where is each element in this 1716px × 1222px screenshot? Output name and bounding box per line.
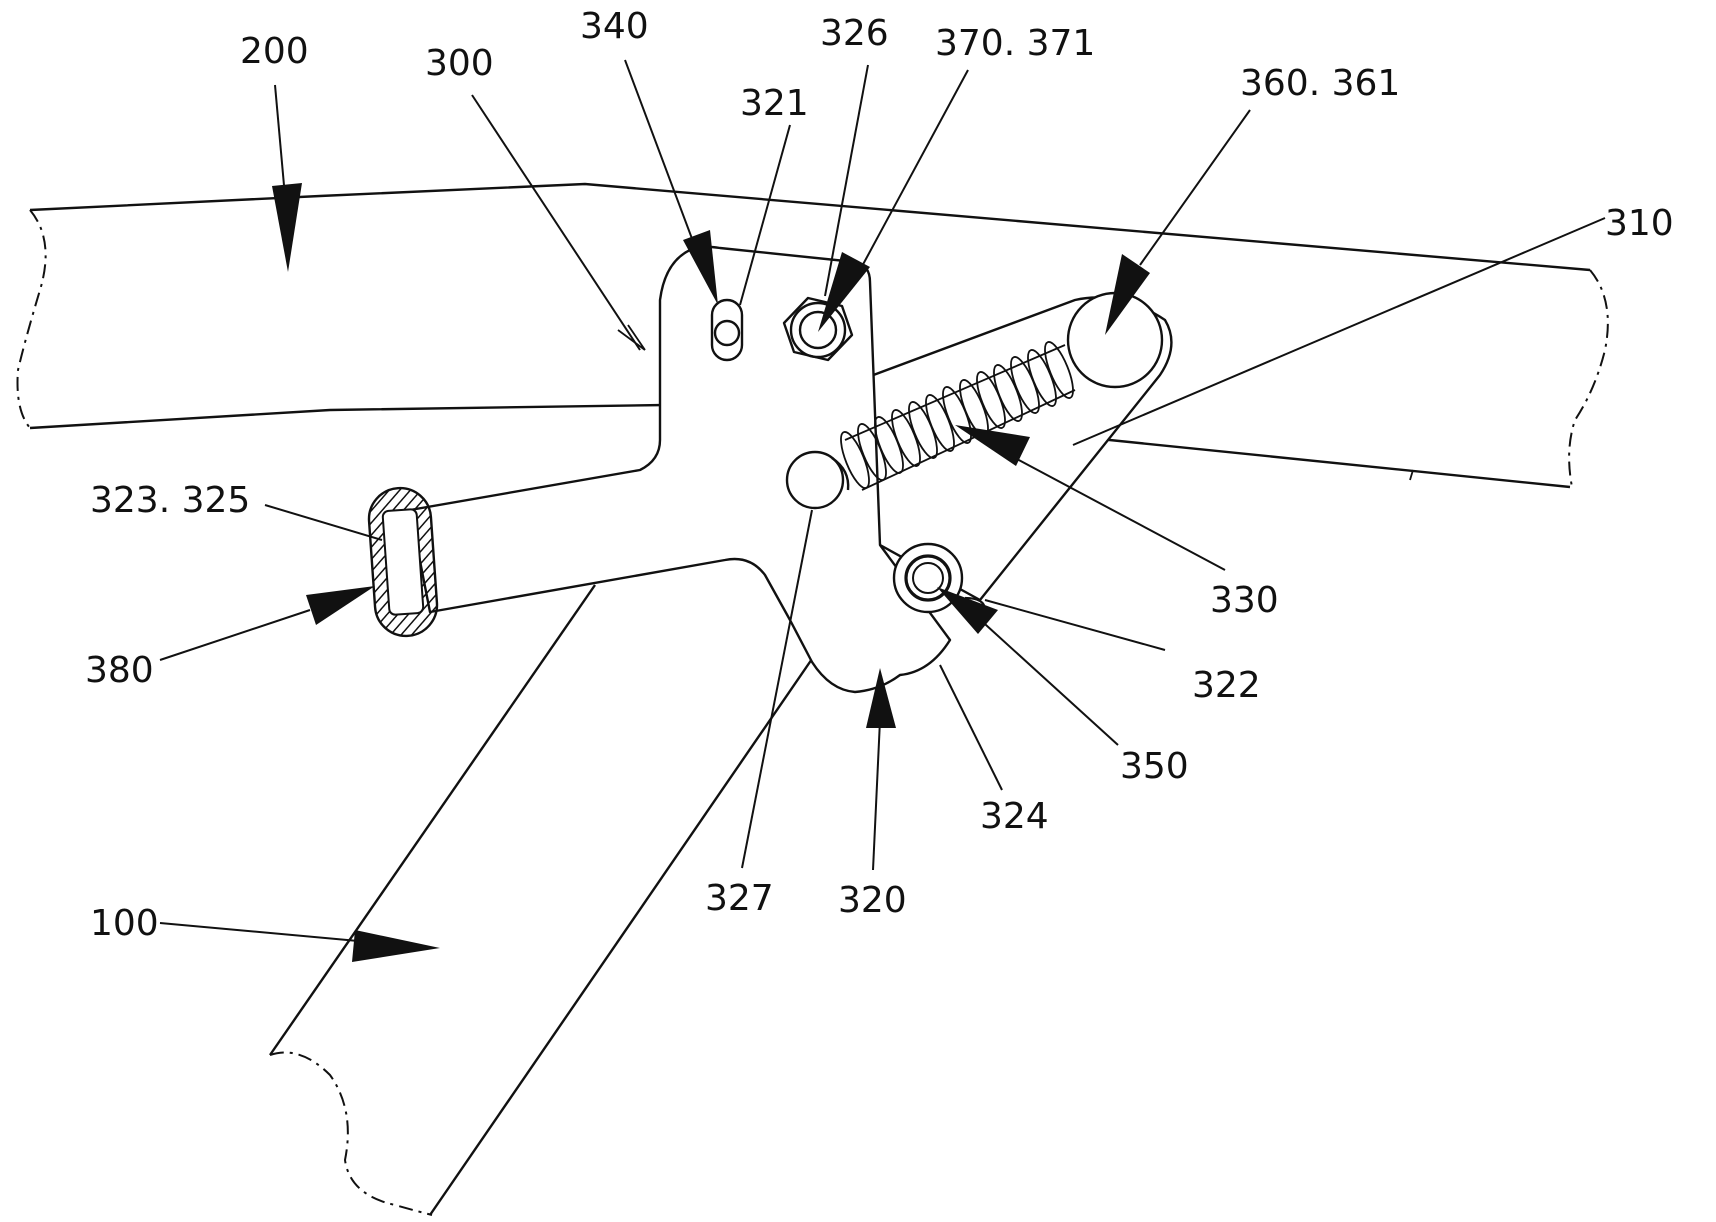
arrow-380 bbox=[306, 586, 375, 625]
label-327: 327 bbox=[705, 878, 774, 919]
label-370: 370. 371 bbox=[935, 23, 1095, 64]
grip-slot-323 bbox=[367, 486, 439, 638]
label-350: 350 bbox=[1120, 746, 1189, 787]
label-323: 323. 325 bbox=[90, 480, 250, 521]
label-326: 326 bbox=[820, 13, 889, 54]
label-310: 310 bbox=[1605, 203, 1674, 244]
label-200: 200 bbox=[240, 31, 309, 72]
label-324: 324 bbox=[980, 796, 1049, 837]
label-380: 380 bbox=[85, 650, 154, 691]
slot-321 bbox=[712, 300, 742, 360]
label-340: 340 bbox=[580, 6, 649, 47]
label-360: 360. 361 bbox=[1240, 63, 1400, 104]
label-300: 300 bbox=[425, 43, 494, 84]
label-100: 100 bbox=[90, 903, 159, 944]
label-320: 320 bbox=[838, 880, 907, 921]
label-322: 322 bbox=[1192, 665, 1261, 706]
label-321: 321 bbox=[740, 83, 809, 124]
label-330: 330 bbox=[1210, 580, 1279, 621]
